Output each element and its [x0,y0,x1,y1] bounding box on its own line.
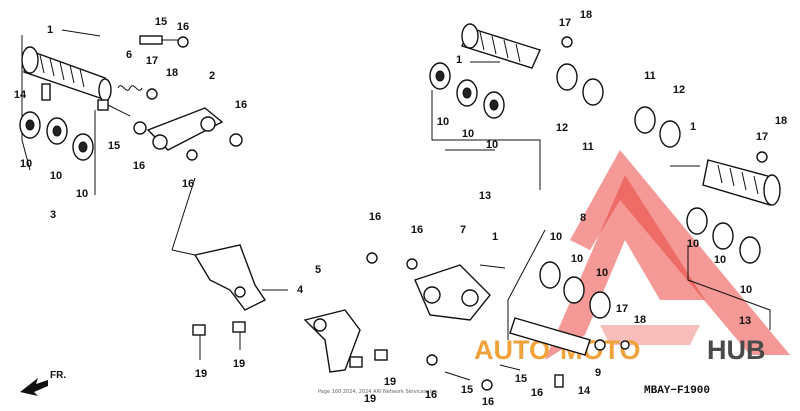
callout-15: 15 [155,16,167,28]
front-direction-label: FR. [50,370,66,381]
callout-1: 1 [492,231,498,243]
callout-10: 10 [462,128,474,140]
callout-18: 18 [166,67,178,79]
callout-19: 19 [364,393,376,405]
fineprint: Page 160 2024, 2024 ARI Network Services… [318,389,439,395]
callout-17: 17 [616,303,628,315]
callout-16: 16 [177,21,189,33]
callout-17: 17 [146,55,158,67]
callout-10: 10 [550,231,562,243]
callout-11: 11 [644,70,656,82]
callout-18: 18 [580,9,592,21]
callout-18: 18 [634,314,646,326]
callout-10: 10 [571,253,583,265]
callout-10: 10 [437,116,449,128]
callout-4: 4 [297,284,304,296]
callout-13: 13 [739,315,751,327]
callout-9: 9 [595,367,601,379]
callout-16: 16 [425,389,437,401]
callout-10: 10 [596,267,608,279]
callout-19: 19 [384,376,396,388]
callout-15: 15 [515,373,527,385]
callout-1: 1 [456,54,462,66]
callout-19: 19 [195,368,207,380]
callout-12: 12 [673,84,685,96]
callout-labels: 1 15 16 17 18 6 14 10 10 10 3 15 2 16 16… [14,9,787,408]
callout-16: 16 [369,211,381,223]
callout-16: 16 [411,224,423,236]
callout-10: 10 [76,188,88,200]
callout-16: 16 [531,387,543,399]
callout-10: 10 [20,158,32,170]
callout-17: 17 [559,17,571,29]
callout-18: 18 [775,115,787,127]
callout-16: 16 [482,396,494,408]
callout-5: 5 [315,264,321,276]
callout-14: 14 [14,89,27,101]
left-footpeg-assembly [19,29,288,360]
callout-7: 7 [460,224,466,236]
callout-16: 16 [133,160,145,172]
diagram-code: MBAY−F1900 [644,385,710,397]
callout-10: 10 [486,139,498,151]
callout-15: 15 [461,384,473,396]
callout-6: 6 [126,49,132,61]
right-lower-footpeg-assembly [303,229,630,391]
callout-1: 1 [690,121,696,133]
callout-19: 19 [233,358,245,370]
callout-3: 3 [50,209,56,221]
callout-10: 10 [714,254,726,266]
callout-10: 10 [687,238,699,250]
callout-16: 16 [235,99,247,111]
callout-2: 2 [209,70,215,82]
callout-8: 8 [580,212,586,224]
callout-14: 14 [578,385,591,397]
watermark-logo [545,150,790,360]
callout-10: 10 [50,170,62,182]
callout-15: 15 [108,140,120,152]
front-direction-arrow-icon [20,378,48,396]
callout-11: 11 [582,141,594,153]
watermark-hub: HUB [707,335,766,365]
callout-12: 12 [556,122,568,134]
callout-16: 16 [182,178,194,190]
right-upper-footpeg-assembly [429,23,781,330]
callout-10: 10 [740,284,752,296]
callout-17: 17 [756,131,768,143]
callout-1: 1 [47,24,53,36]
callout-13: 13 [479,190,491,202]
